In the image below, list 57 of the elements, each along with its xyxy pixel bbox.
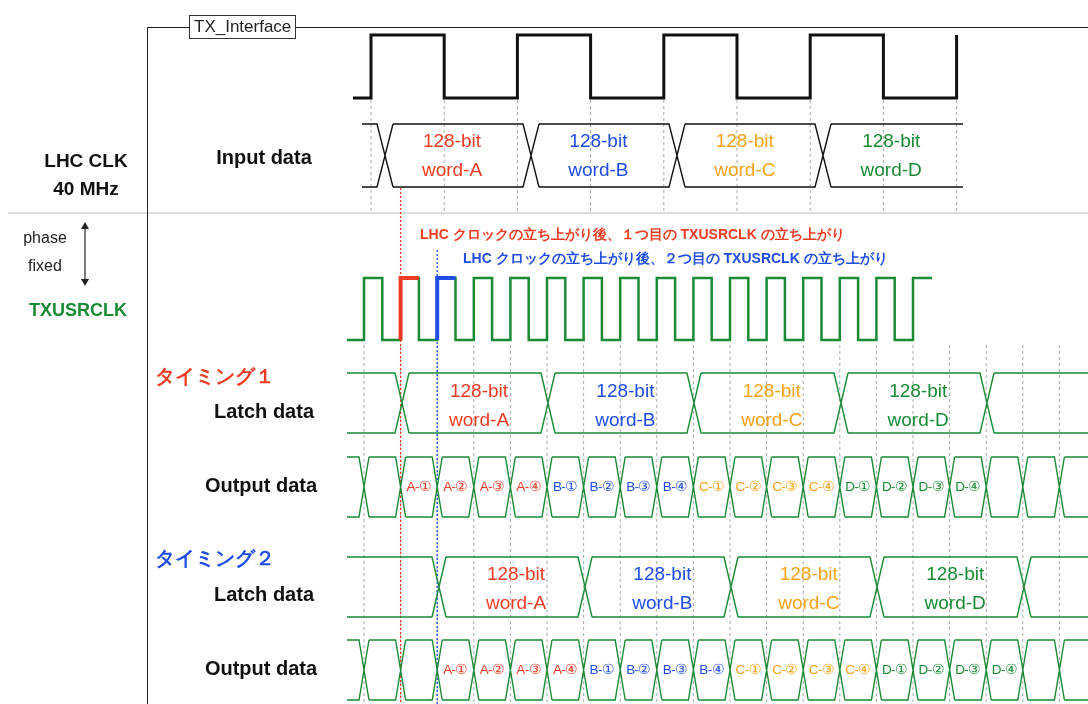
- word-label: 128-bit word-B: [594, 378, 657, 431]
- segment-label: D-③: [955, 661, 981, 679]
- segment-label: D-①: [845, 478, 871, 496]
- segment-label: A-③: [516, 661, 542, 679]
- segment-label: B-①: [589, 661, 615, 679]
- segment-label: A-②: [479, 661, 505, 679]
- segment-label: A-①: [443, 661, 468, 679]
- signal-label: Output data: [204, 473, 318, 497]
- word-label: 128-bit word-C: [713, 128, 777, 181]
- segment-label: C-①: [698, 478, 725, 496]
- segment-label: D-②: [881, 478, 908, 496]
- note-text: phase fixed: [22, 228, 68, 276]
- annotation-text: LHC クロックの立ち上がり後、１つ目の TXUSRCLK の立ち上がり: [420, 225, 845, 243]
- segment-label: D-①: [881, 661, 908, 679]
- timing-label: タイミング２: [155, 546, 275, 570]
- segment-label: B-①: [552, 478, 578, 496]
- segment-label: A-①: [406, 478, 432, 496]
- word-label: 128-bit word-A: [420, 128, 484, 181]
- segment-label: C-④: [845, 661, 871, 679]
- segment-label: B-④: [699, 661, 725, 679]
- clock-label: LHC CLK 40 MHz: [43, 149, 129, 201]
- signal-label: Latch data: [214, 399, 314, 423]
- word-label: 128-bit word-A: [447, 378, 511, 431]
- segment-label: C-③: [772, 478, 798, 496]
- word-label: 128-bit word-A: [484, 561, 548, 614]
- segment-label: B-②: [589, 478, 615, 496]
- segment-label: C-②: [735, 478, 761, 496]
- word-label: 128-bit word-D: [859, 128, 923, 181]
- segment-label: A-③: [479, 478, 505, 496]
- segment-label: D-③: [918, 478, 944, 496]
- clock-label: TXUSRCLK: [29, 300, 127, 322]
- segment-label: B-④: [662, 478, 688, 496]
- segment-label: B-②: [626, 661, 651, 679]
- segment-label: A-④: [516, 478, 542, 496]
- word-label: 128-bit word-C: [740, 378, 804, 431]
- word-label: 128-bit word-B: [567, 128, 630, 181]
- segment-label: D-④: [991, 661, 1018, 679]
- segment-label: B-③: [662, 661, 688, 679]
- segment-label: A-④: [552, 661, 578, 679]
- word-label: 128-bit word-D: [923, 561, 987, 614]
- segment-label: C-②: [772, 661, 798, 679]
- segment-label: D-②: [918, 661, 944, 679]
- segment-label: B-③: [626, 478, 651, 496]
- segment-label: C-①: [735, 661, 761, 679]
- segment-label: A-②: [443, 478, 468, 496]
- frame-title: TX_Interface: [189, 15, 297, 39]
- timing-label: タイミング１: [155, 364, 275, 388]
- segment-label: D-④: [955, 478, 981, 496]
- signal-label: Input data: [216, 145, 312, 169]
- word-label: 128-bit word-B: [631, 561, 694, 614]
- segment-label: C-④: [808, 478, 835, 496]
- word-label: 128-bit word-C: [777, 561, 841, 614]
- signal-label: Latch data: [214, 582, 314, 606]
- segment-label: C-③: [808, 661, 835, 679]
- word-label: 128-bit word-D: [886, 378, 950, 431]
- signal-label: Output data: [204, 656, 318, 680]
- annotation-text: LHC クロックの立ち上がり後、２つ目の TXUSRCLK の立ち上がり: [463, 249, 888, 267]
